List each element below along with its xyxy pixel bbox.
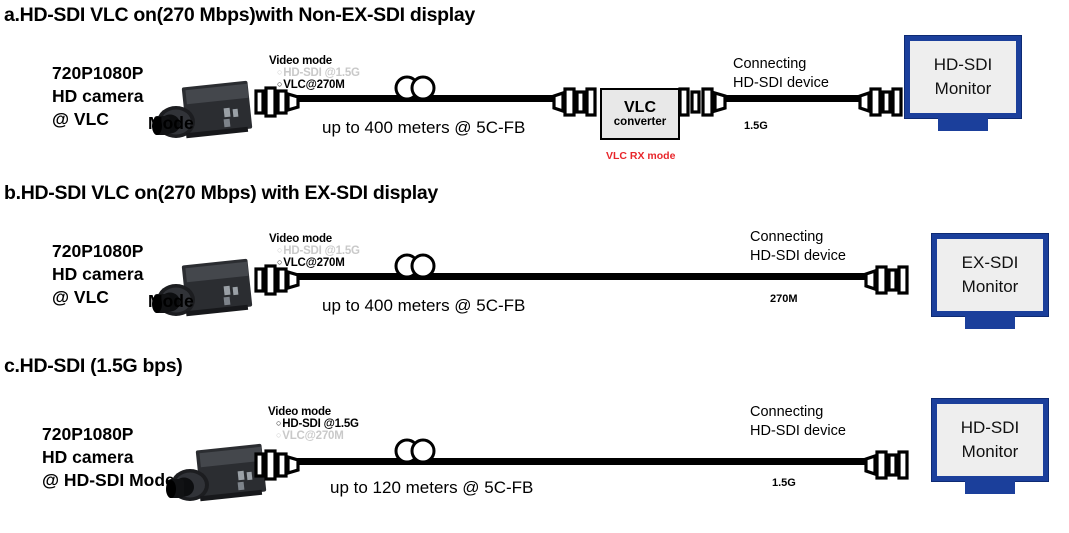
- section-c-distance-label: up to 120 meters @ 5C-FB: [330, 478, 534, 497]
- section-a-camera-label: 720P1080P HD camera @ VLC: [52, 62, 143, 131]
- bnc-connector-icon: [254, 84, 310, 125]
- video-mode-option-hdsdi: ○HD-SDI @1.5G: [276, 418, 359, 430]
- section-b-camera-label: 720P1080P HD camera @ VLC: [52, 240, 143, 309]
- section-c-video-mode: Video mode ○HD-SDI @1.5G ○VLC@270M: [268, 406, 359, 442]
- section-a-distance-label: up to 400 meters @ 5C-FB: [322, 118, 526, 137]
- section-a-mode-word: Mode: [148, 113, 194, 133]
- section-a: a.HD-SDI VLC on(270 Mbps)with Non-EX-SDI…: [0, 0, 1069, 178]
- camera-label-line1: 720P1080P: [52, 63, 144, 83]
- camera-label-line1: 720P1080P: [42, 424, 134, 444]
- bnc-connector-icon: [864, 447, 910, 488]
- section-a-title: a.HD-SDI VLC on(270 Mbps)with Non-EX-SDI…: [4, 4, 475, 26]
- bnc-connector-icon: [864, 262, 910, 303]
- camera-label-line2: HD camera: [52, 264, 144, 284]
- section-b-title: b.HD-SDI VLC on(270 Mbps) with EX-SDI di…: [4, 182, 438, 204]
- camera-label-line2: HD camera: [52, 86, 144, 106]
- cable-coil-icon: [392, 437, 440, 470]
- hd-sdi-monitor: HD-SDI Monitor: [905, 36, 1021, 131]
- connecting-line2: HD-SDI device: [750, 423, 846, 439]
- section-b-distance-label: up to 400 meters @ 5C-FB: [322, 296, 526, 315]
- camera-label-line3: @ VLC: [52, 287, 109, 307]
- monitor-stand: [938, 118, 988, 131]
- section-b-connecting-label: Connecting HD-SDI device: [750, 228, 846, 266]
- section-b-video-mode: Video mode ○HD-SDI @1.5G ○VLC@270M: [269, 233, 360, 269]
- section-c-rate-label: 1.5G: [772, 477, 796, 489]
- section-b-rate-label: 270M: [770, 293, 798, 305]
- bnc-connector-icon: [550, 84, 600, 125]
- radio-bullet-icon: ○: [277, 257, 283, 267]
- monitor-screen: HD-SDI Monitor: [932, 399, 1048, 481]
- coax-cable-segment: [296, 273, 876, 280]
- radio-bullet-icon: ○: [277, 67, 283, 77]
- video-mode-option-hdsdi: ○HD-SDI @1.5G: [277, 67, 360, 79]
- bnc-connector-icon: [254, 262, 310, 303]
- monitor-line2: Monitor: [934, 79, 992, 98]
- radio-bullet-icon: ○: [277, 245, 283, 255]
- box-camera-icon: [146, 256, 256, 326]
- section-b-mode-word: Mode: [148, 291, 194, 311]
- connecting-line1: Connecting: [750, 229, 824, 245]
- connecting-line1: Connecting: [733, 56, 807, 72]
- section-c-connecting-label: Connecting HD-SDI device: [750, 403, 846, 441]
- bnc-connector-icon: [254, 447, 310, 488]
- connecting-line1: Connecting: [750, 404, 824, 420]
- radio-bullet-icon: ○: [276, 430, 282, 440]
- section-c-camera-label: 720P1080P HD camera @ HD-SDI Mode: [42, 423, 175, 492]
- section-c: c.HD-SDI (1.5G bps) 720P1080P HD camera …: [0, 351, 1069, 533]
- camera-label-line3: @ HD-SDI Mode: [42, 470, 175, 490]
- box-camera-icon: [160, 441, 270, 511]
- monitor-line1: HD-SDI: [933, 55, 993, 74]
- monitor-screen: HD-SDI Monitor: [905, 36, 1021, 118]
- vlc-converter-box: VLC converter: [600, 88, 680, 140]
- monitor-stand: [965, 316, 1015, 329]
- monitor-screen: EX-SDI Monitor: [932, 234, 1048, 316]
- connecting-line2: HD-SDI device: [750, 248, 846, 264]
- bnc-connector-icon: [858, 84, 904, 125]
- section-a-connecting-label: Connecting HD-SDI device: [733, 55, 829, 93]
- monitor-line1: EX-SDI: [961, 253, 1019, 272]
- section-a-video-mode: Video mode ○HD-SDI @1.5G ○VLC@270M: [269, 55, 360, 91]
- section-c-title: c.HD-SDI (1.5G bps): [4, 355, 183, 377]
- camera-label-line2: HD camera: [42, 447, 134, 467]
- section-b: b.HD-SDI VLC on(270 Mbps) with EX-SDI di…: [0, 178, 1069, 356]
- vlc-rx-mode-note: VLC RX mode: [606, 150, 676, 162]
- radio-bullet-icon: ○: [276, 418, 282, 428]
- vlc-converter-line2: converter: [613, 116, 667, 128]
- video-mode-option-vlc: ○VLC@270M: [276, 430, 344, 442]
- video-mode-option-vlc: ○VLC@270M: [277, 257, 345, 269]
- cable-coil-icon: [392, 74, 440, 107]
- ex-sdi-monitor: EX-SDI Monitor: [932, 234, 1048, 329]
- camera-label-line3: @ VLC: [52, 109, 109, 129]
- connecting-line2: HD-SDI device: [733, 75, 829, 91]
- bnc-connector-icon: [678, 84, 734, 125]
- vlc-converter-line1: VLC: [624, 99, 656, 116]
- monitor-line2: Monitor: [961, 442, 1019, 461]
- hd-sdi-monitor: HD-SDI Monitor: [932, 399, 1048, 494]
- video-mode-title: Video mode: [269, 233, 332, 245]
- video-mode-title: Video mode: [268, 406, 331, 418]
- radio-bullet-icon: ○: [277, 79, 283, 89]
- cable-coil-icon: [392, 252, 440, 285]
- monitor-line1: HD-SDI: [960, 418, 1020, 437]
- coax-cable-segment: [296, 458, 876, 465]
- section-a-rate-label: 1.5G: [744, 120, 768, 132]
- box-camera-icon: [146, 78, 256, 148]
- monitor-line2: Monitor: [961, 277, 1019, 296]
- video-mode-option-vlc: ○VLC@270M: [277, 79, 345, 91]
- camera-label-line1: 720P1080P: [52, 241, 144, 261]
- video-mode-title: Video mode: [269, 55, 332, 67]
- coax-cable-segment: [722, 95, 872, 102]
- monitor-stand: [965, 481, 1015, 494]
- video-mode-option-hdsdi: ○HD-SDI @1.5G: [277, 245, 360, 257]
